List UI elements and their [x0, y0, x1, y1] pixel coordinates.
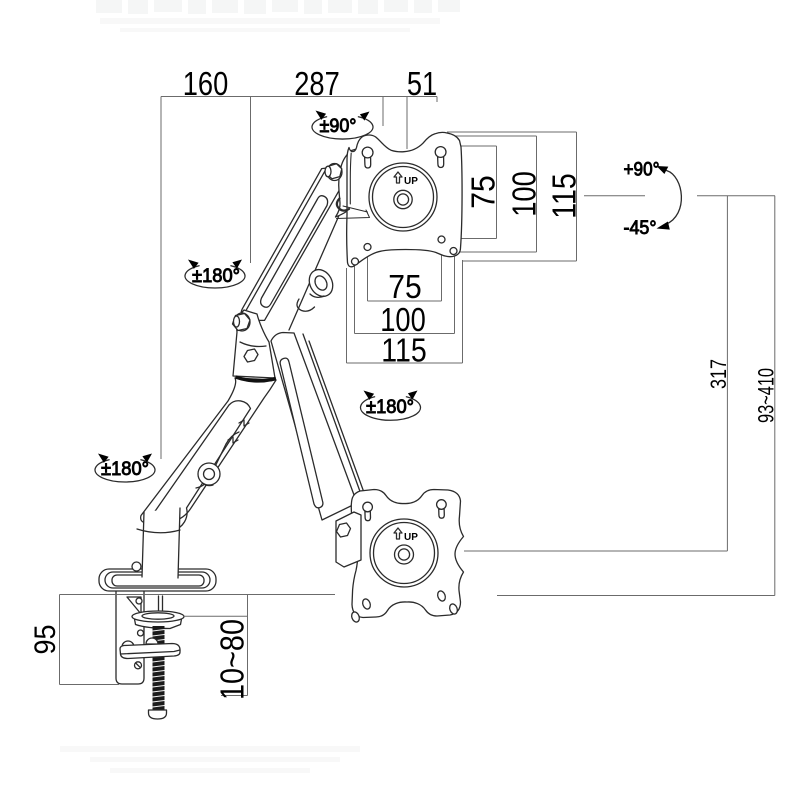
svg-text:95: 95: [29, 625, 62, 655]
svg-text:+90°: +90°: [624, 160, 660, 181]
svg-text:-45°: -45°: [624, 218, 657, 239]
svg-text:115: 115: [546, 173, 583, 219]
svg-text:75: 75: [465, 175, 502, 209]
svg-text:±180°: ±180°: [192, 266, 240, 287]
svg-text:±90°: ±90°: [320, 116, 357, 137]
svg-text:287: 287: [294, 65, 340, 102]
svg-text:93~410: 93~410: [754, 368, 779, 423]
svg-text:±180°: ±180°: [101, 459, 149, 480]
svg-text:100: 100: [380, 301, 426, 338]
svg-text:10~80: 10~80: [214, 619, 251, 700]
svg-text:UP: UP: [404, 532, 418, 543]
svg-text:±180°: ±180°: [366, 397, 414, 418]
svg-text:51: 51: [407, 65, 437, 102]
svg-text:75: 75: [388, 268, 422, 305]
svg-text:115: 115: [381, 332, 427, 369]
svg-text:UP: UP: [404, 176, 418, 187]
svg-text:317: 317: [706, 359, 731, 389]
svg-text:100: 100: [506, 171, 543, 217]
svg-text:160: 160: [183, 65, 229, 102]
